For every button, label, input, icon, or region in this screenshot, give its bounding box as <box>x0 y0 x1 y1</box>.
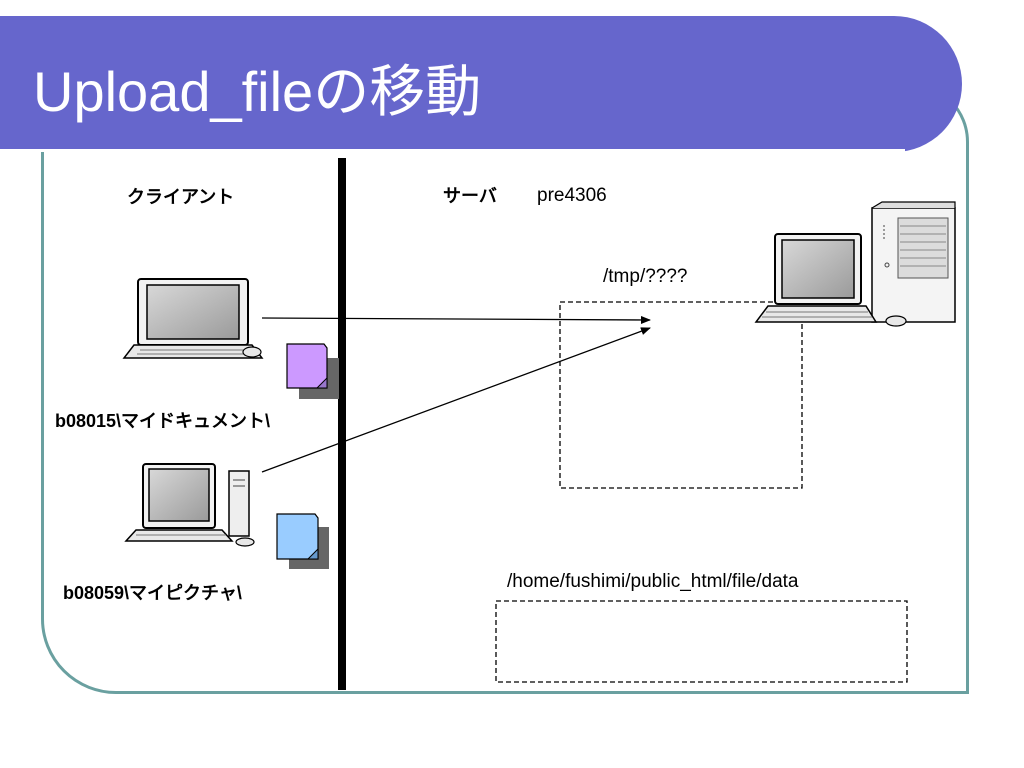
pc1-path-label: b08015\マイドキュメント\ <box>55 411 271 431</box>
file-icon-1 <box>286 343 339 399</box>
client-desktop-icon-2 <box>124 463 255 547</box>
tmp-folder-label: /tmp/???? <box>603 266 688 287</box>
client-server-divider <box>338 158 346 690</box>
tmp-folder-box <box>559 301 803 489</box>
server-name: pre4306 <box>537 185 607 206</box>
title-bar: Upload_fileの移動 <box>0 16 962 152</box>
file-icon-2 <box>276 513 329 569</box>
slide-frame <box>41 82 969 694</box>
pc2-path-label: b08059\マイピクチャ\ <box>63 583 242 603</box>
server-computer-icon <box>754 201 956 327</box>
data-folder-label: /home/fushimi/public_html/file/data <box>507 571 799 592</box>
upload-arrow-2 <box>261 327 651 473</box>
client-heading: クライアント <box>127 187 235 207</box>
title-underline <box>0 149 905 152</box>
client-laptop-icon-1 <box>122 278 264 359</box>
upload-arrow-1 <box>261 315 651 324</box>
data-folder-box <box>495 600 908 683</box>
server-heading: サーバ <box>443 186 497 206</box>
slide-title: Upload_fileの移動 <box>33 60 482 123</box>
